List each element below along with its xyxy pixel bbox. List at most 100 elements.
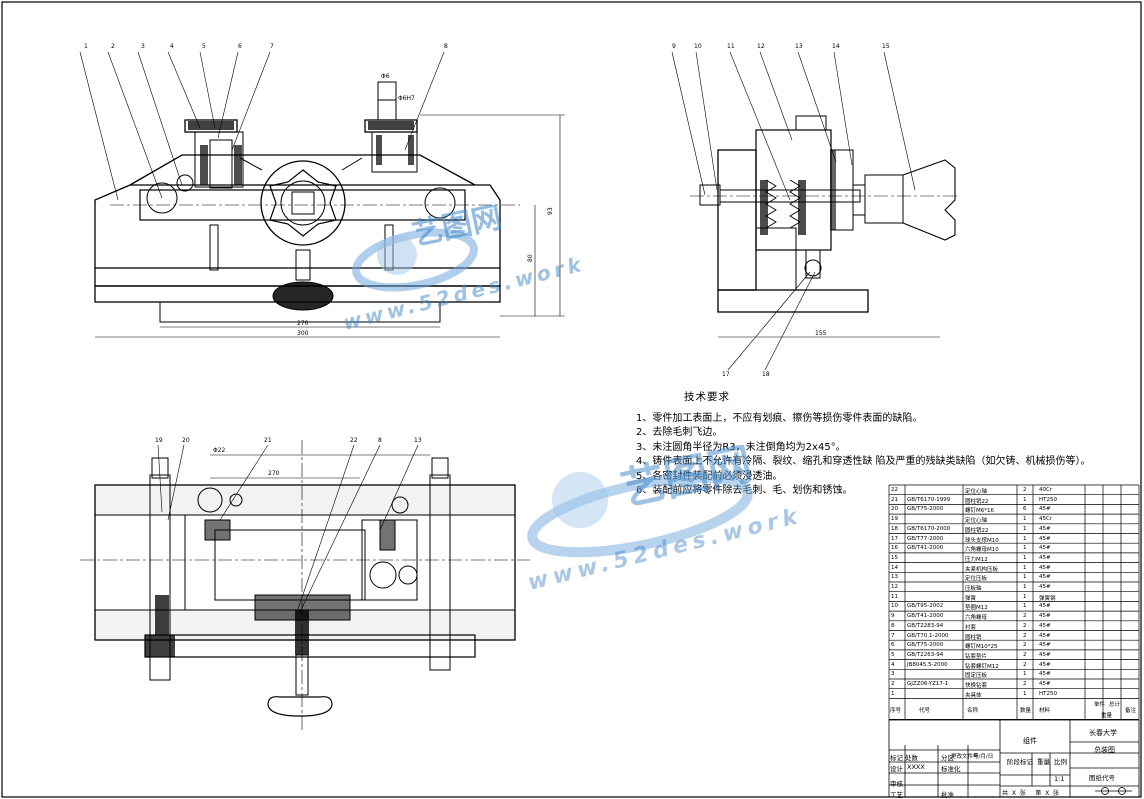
- bom-cell-code: GB/T41-2000: [907, 545, 944, 552]
- bom-cell-qty: 2: [1023, 642, 1027, 649]
- bom-cell-no: 4: [891, 661, 895, 668]
- bom-cell-mat: 45Cr: [1039, 516, 1053, 523]
- tb-process: 工艺: [890, 791, 903, 799]
- bom-cell-name: 六角螺母: [965, 615, 988, 622]
- dim-top-d1: Φ22: [213, 447, 226, 454]
- bom-cell-mat: 45#: [1039, 613, 1051, 620]
- bom-cell-no: 15: [891, 554, 898, 561]
- bom-cell-qty: 2: [1023, 487, 1027, 493]
- tb-change: 更改文件号: [951, 754, 979, 760]
- dim-height-a: 93: [547, 207, 554, 215]
- bom-cell-name: 衬套: [965, 624, 977, 631]
- balloon-17: 17: [722, 371, 730, 378]
- bom-cell-qty: 2: [1023, 651, 1027, 658]
- bom-cell-no: 6: [891, 642, 895, 649]
- dim-hole: Φ6: [381, 73, 390, 80]
- bom-cell-code: GB/T95-2002: [907, 603, 944, 610]
- bom-cell-qty: 1: [1023, 593, 1027, 600]
- balloon-top-13: 13: [414, 437, 422, 444]
- bom-cell-mat: 45#: [1039, 622, 1051, 629]
- bom-cell-mat: 45#: [1039, 506, 1051, 513]
- bom-cell-qty: 1: [1023, 574, 1027, 581]
- bom-cell-code: JB8045.5-2000: [907, 661, 948, 668]
- balloon-22: 22: [350, 437, 358, 444]
- bom-header: 序号 代号 名称 数量 材料 单件 总计 重量 备注: [889, 699, 1139, 720]
- balloon-14: 14: [832, 43, 840, 50]
- bom-cell-qty: 1: [1023, 603, 1027, 610]
- bom-cell-name: 定位压板: [965, 576, 988, 583]
- bom-cell-code: GB/T77-2000: [907, 535, 944, 542]
- balloon-6: 6: [238, 43, 242, 50]
- bom-cell-no: 13: [891, 574, 898, 581]
- bom-cell-qty: 2: [1023, 661, 1027, 668]
- bom-cell-no: 8: [891, 622, 895, 629]
- balloon-4: 4: [170, 43, 174, 50]
- tb-review: 审核: [890, 780, 903, 788]
- tb-designer-name: XXXX: [907, 763, 925, 771]
- bom-h-material: 材料: [1039, 708, 1051, 714]
- tb-standard: 标准化: [941, 765, 961, 773]
- bom-h-weight: 重量: [1101, 713, 1113, 719]
- bom-cell-code: GJZZ06-YZ17-1: [907, 681, 949, 687]
- bom-cell-code: GB/T2283-94: [907, 622, 944, 629]
- bom-cell-mat: 45#: [1039, 651, 1051, 658]
- bom-row: 13 定位压板 1 45#: [889, 574, 1139, 584]
- bom-cell-code: GB/T41-2000: [907, 613, 944, 620]
- bom-cell-name: 垫圈M12: [965, 605, 988, 612]
- bom-cell-name: 定位心轴: [965, 489, 988, 495]
- bom-cell-mat: 45#: [1039, 574, 1051, 581]
- note-5: 5、各密封件装配前必须浸透油。: [636, 470, 783, 482]
- tb-weight-label: 重量: [1037, 758, 1050, 766]
- title-block: [888, 719, 1140, 798]
- bom-cell-name: 夹具体: [965, 692, 982, 699]
- top-view: Φ22 270 19 20 21 22 8 13: [80, 437, 530, 730]
- bom-cell-qty: 1: [1023, 496, 1027, 503]
- front-view: 300 270 93 80 Φ6 Φ6H7 1 2 3 4 5 6 7 8: [79, 43, 565, 338]
- bom-cell-qty: 6: [1023, 506, 1027, 513]
- bom-cell-no: 3: [891, 671, 895, 678]
- technical-requirements: 技术要求 1、零件加工表面上，不应有划痕、擦伤等损伤零件表面的缺陷。 2、去除毛…: [636, 390, 1136, 499]
- bom-cell-qty: 1: [1023, 554, 1027, 561]
- balloon-1: 1: [84, 43, 88, 50]
- bom-cell-mat: 45#: [1039, 661, 1051, 668]
- note-2: 2、去除毛刺飞边。: [636, 427, 723, 438]
- bom-cell-no: 20: [891, 506, 898, 513]
- balloon-18: 18: [762, 371, 770, 378]
- bom-cell-mat: 45#: [1039, 525, 1051, 532]
- tb-scale-label: 比例: [1054, 758, 1067, 766]
- tb-approve: 批准: [941, 791, 954, 799]
- bom-h-qty: 数量: [1020, 708, 1032, 714]
- bom-cell-mat: 40Cr: [1039, 487, 1053, 493]
- dim-inner: 270: [297, 320, 309, 327]
- balloon-12: 12: [757, 43, 765, 50]
- bom-cell-qty: 2: [1023, 681, 1027, 687]
- bom-cell-mat: HT250: [1039, 690, 1057, 697]
- balloon-9: 9: [672, 43, 676, 50]
- balloon-20: 20: [182, 437, 190, 444]
- bom-cell-no: 10: [891, 603, 898, 610]
- bom-cell-qty: 2: [1023, 613, 1027, 620]
- balloon-top-8: 8: [378, 437, 382, 444]
- bom-cell-no: 17: [891, 535, 898, 542]
- notes-title: 技术要求: [684, 391, 730, 403]
- bom-cell-name: 螺钉M10*25: [965, 644, 998, 651]
- bom-h-no: 序号: [890, 708, 902, 714]
- bom-cell-qty: 1: [1023, 535, 1027, 542]
- bom-cell-name: 弹簧: [965, 595, 977, 602]
- bom-cell-qty: 2: [1023, 632, 1027, 639]
- bom-cell-name: 压力M12: [965, 556, 988, 563]
- bom-h-remark: 备注: [1125, 708, 1137, 714]
- dim-side-overall: 155: [815, 330, 827, 337]
- bom-cell-no: 5: [891, 651, 895, 658]
